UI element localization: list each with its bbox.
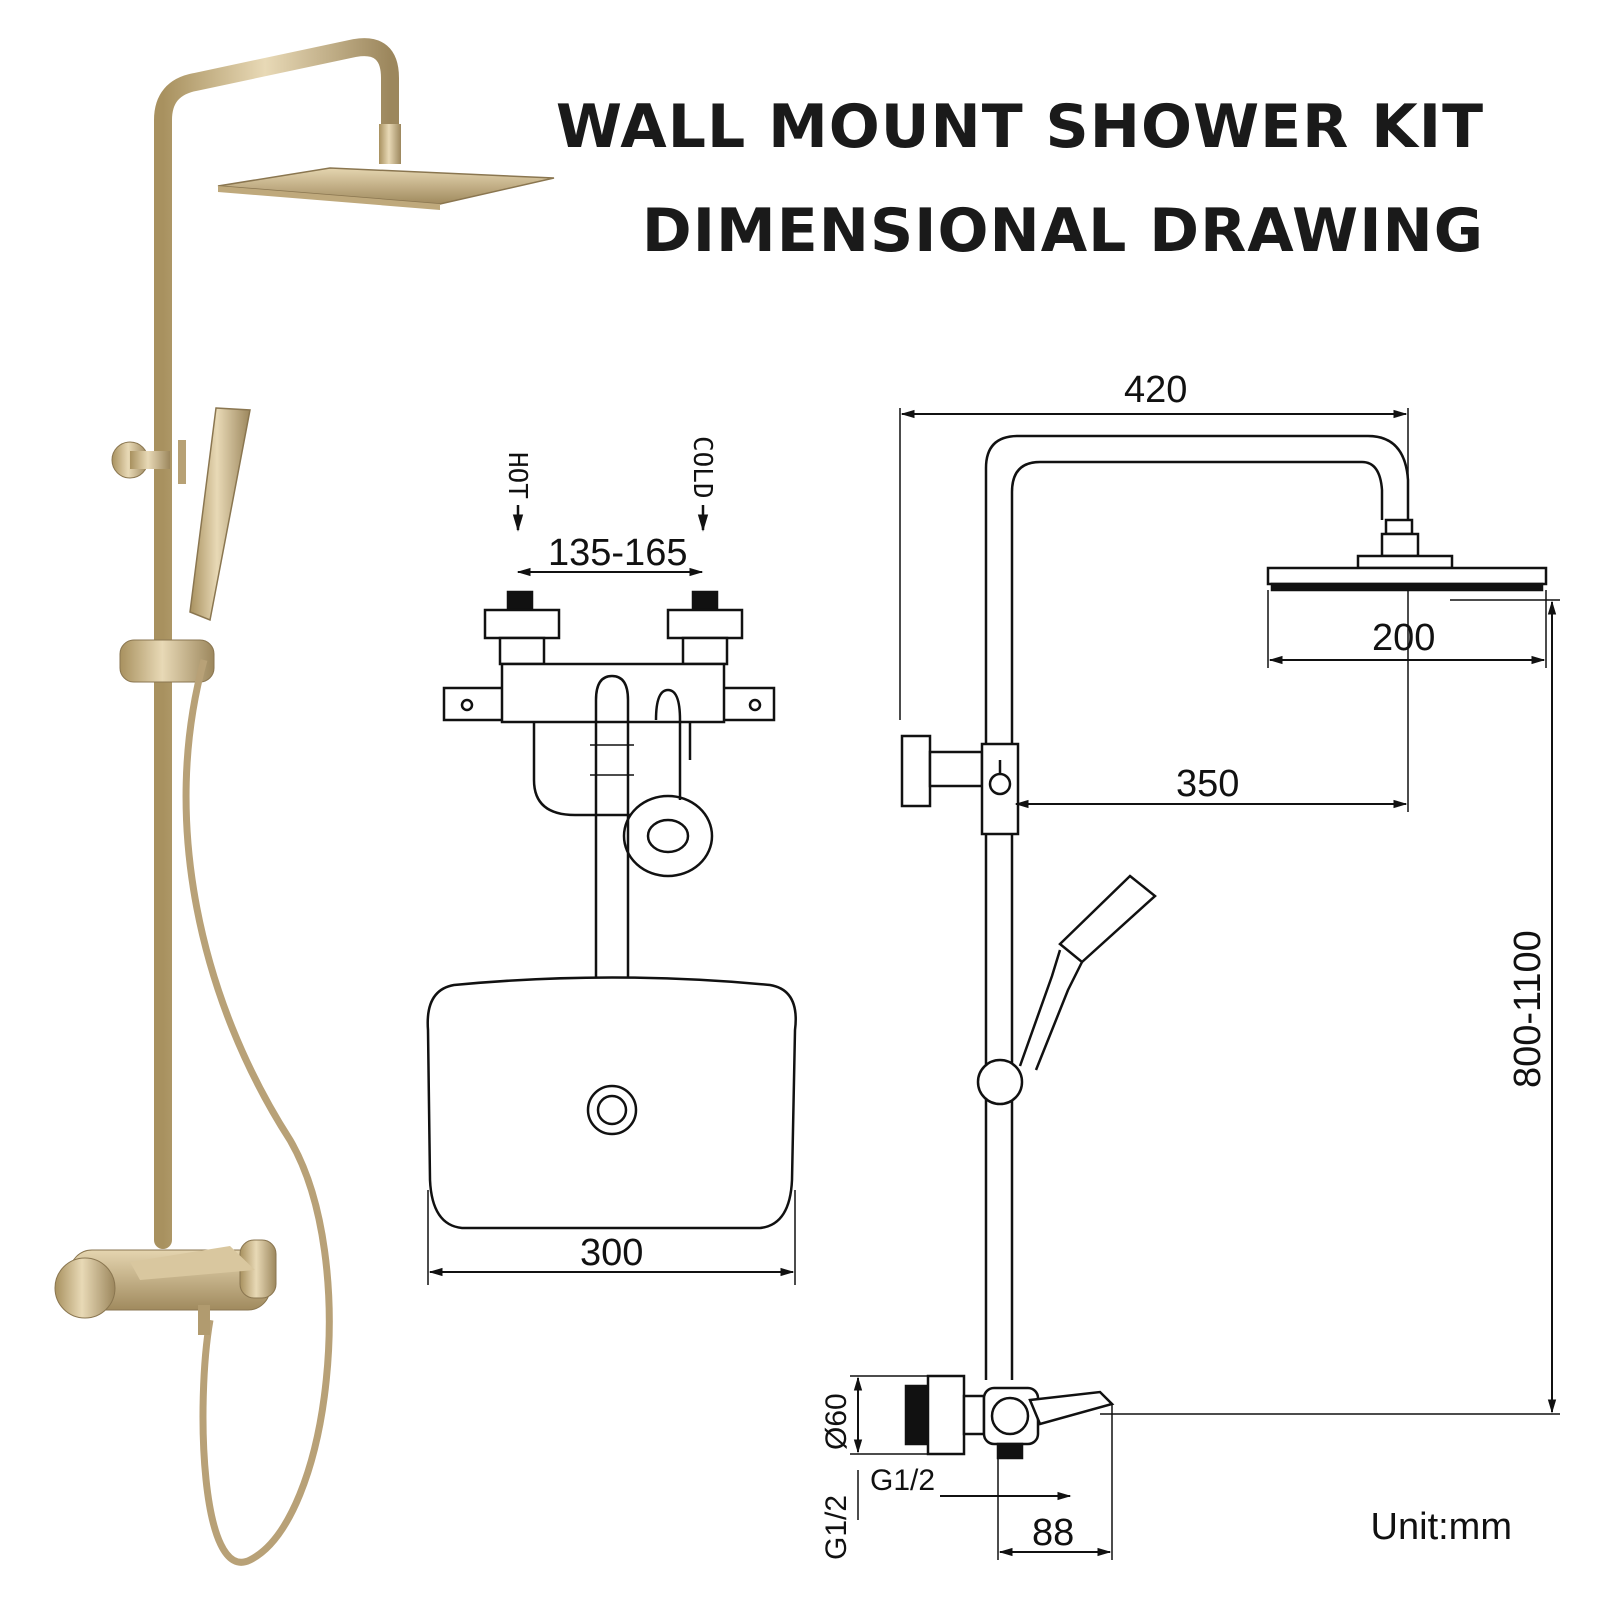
title-line-2: DIMENSIONAL DRAWING xyxy=(641,196,1484,266)
head-diameter-dimension: 200 xyxy=(1372,617,1435,659)
riser-arm xyxy=(154,38,399,1249)
head-width-dimension: 300 xyxy=(580,1232,643,1274)
hand-shower xyxy=(189,407,251,622)
side-view xyxy=(850,408,1560,1560)
inlet-thread-vertical-dimension: G1/2 xyxy=(820,1495,853,1560)
hot-label: HOT xyxy=(502,452,532,499)
side-hand-shower xyxy=(1058,874,1157,964)
arm-reach-dimension: 350 xyxy=(1176,763,1239,805)
rain-shower-head xyxy=(217,167,555,205)
side-riser-arm xyxy=(984,434,1410,1380)
unit-label: Unit:mm xyxy=(1370,1506,1512,1548)
total-width-dimension: 420 xyxy=(1124,369,1187,411)
cold-label: COLD xyxy=(687,436,717,499)
inlet-spacing-dimension: 135-165 xyxy=(548,532,687,574)
height-range-dimension: 800-1100 xyxy=(1507,930,1549,1088)
head-connector xyxy=(379,124,401,164)
product-illustration xyxy=(54,38,555,1566)
flange-diameter-dimension: Ø60 xyxy=(820,1393,853,1450)
title-line-1: WALL MOUNT SHOWER KIT xyxy=(555,92,1484,162)
inlet-thread-horizontal-dimension: G1/2 xyxy=(870,1464,935,1497)
wall-offset-dimension: 88 xyxy=(1032,1512,1074,1554)
front-view xyxy=(426,505,797,1285)
shower-hose xyxy=(182,659,333,1566)
side-slider xyxy=(976,1058,1024,1106)
side-rain-head xyxy=(1266,566,1548,586)
slider-holder xyxy=(119,639,215,683)
